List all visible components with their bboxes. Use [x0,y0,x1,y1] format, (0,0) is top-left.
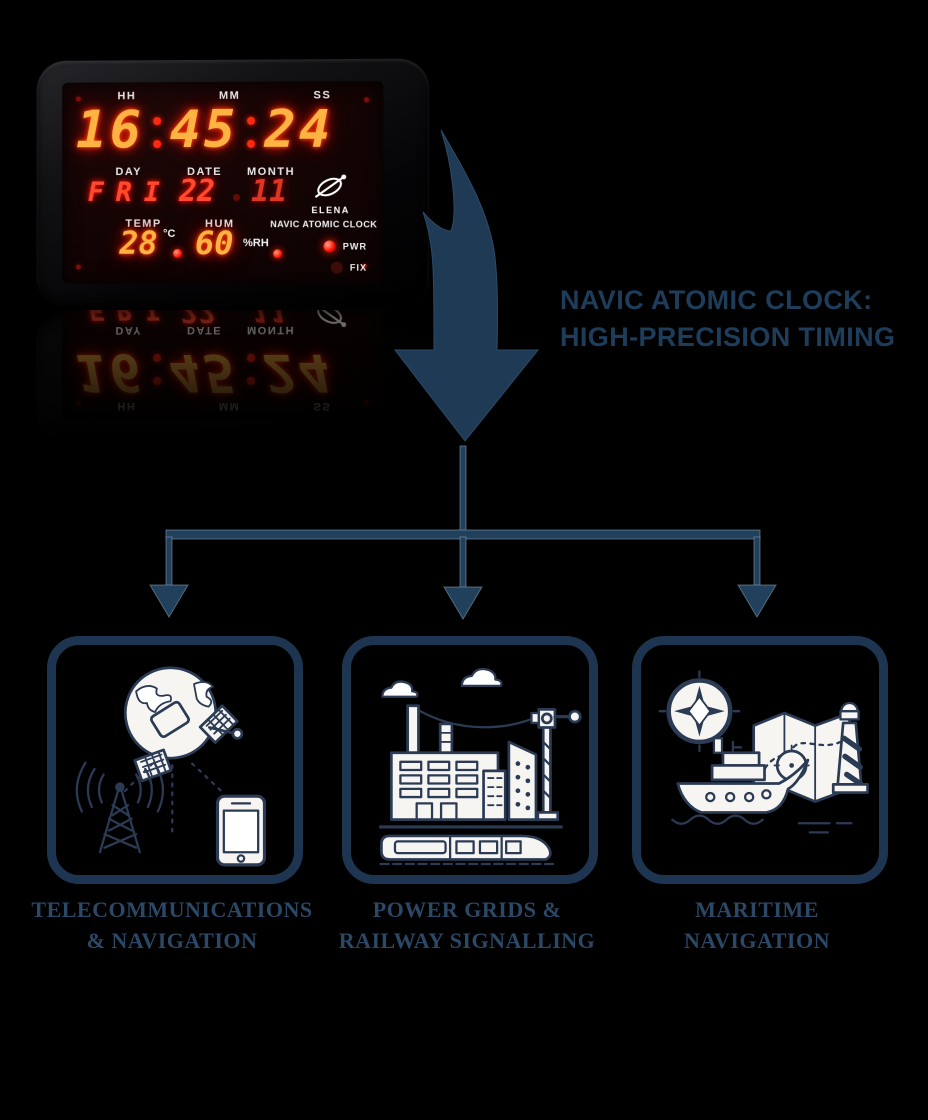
day-value: FRI [87,177,172,208]
screw-dot-icon [364,97,370,103]
label-line: POWER GRIDS & [372,897,562,922]
app-box-maritime [632,636,888,884]
buildings-icon [482,740,538,822]
power-lines [412,706,547,729]
elena-logo: ELENA [308,174,353,218]
clouds-icon [381,667,503,698]
satellite-globe-icon [123,666,244,783]
lighthouse-icon [831,702,869,794]
dashes [797,822,853,834]
label-line: MARITIME [695,897,819,922]
time-hours: 16 [75,100,144,161]
label-line: RAILWAY SIGNALLING [338,928,596,953]
month-value: 11 [249,174,290,209]
blink-dot-icon [273,249,283,259]
label-line: & NAVIGATION [86,928,258,953]
app-box-telecom [47,636,303,884]
device-model-text: NAVIC ATOMIC CLOCK [270,219,378,230]
ship-icon [671,737,810,825]
app-label-maritime: MARITIME NAVIGATION [602,894,912,956]
factory-icon [389,704,500,822]
label-line: NAVIGATION [684,928,830,953]
app-label-power-railway: POWER GRIDS & RAILWAY SIGNALLING [312,894,622,956]
arrowhead-left-icon [149,584,189,618]
clock-reflection: HH MM SS 16 45 24 DAY DATE MONTH FRI 22 … [35,310,427,442]
fix-led-icon [330,261,343,274]
colon-icon [152,116,161,148]
telecom-navigation-icon [75,666,267,867]
railway-signal-icon [530,708,582,822]
app-label-telecom: TELECOMMUNICATIONS & NAVIGATION [17,894,327,956]
headline-line1: NAVIC ATOMIC CLOCK: [560,285,873,315]
satellite-dish-icon [312,174,348,200]
hum-value: 60 [194,224,234,263]
clock-photo-area: HH MM SS 16 45 24 DAY DATE MONTH FRI 22 … [35,58,430,310]
blink-dot-icon [173,248,183,258]
time-display: 16 45 24 [75,99,334,161]
radio-tower-icon [75,761,164,854]
compass-icon [658,670,741,753]
pwr-led-label: PWR [342,241,368,252]
maritime-navigation-icon [658,670,869,834]
headline-line2: HIGH-PRECISION TIMING [560,322,896,352]
pwr-indicator: PWR [323,240,368,253]
headline: NAVIC ATOMIC CLOCK: HIGH-PRECISION TIMIN… [560,282,895,356]
time-seconds: 24 [264,99,334,160]
temp-unit: °C [163,227,176,240]
colon-icon [247,116,256,148]
arrowhead-right-icon [737,584,777,618]
separator-dot-icon [232,194,240,202]
arrowhead-center-icon [443,586,483,620]
screw-dot-icon [75,264,81,270]
pwr-led-icon [323,240,336,253]
power-grid-railway-icon [378,667,582,866]
temp-value: 28 [119,223,158,262]
clock-display: HH MM SS 16 45 24 DAY DATE MONTH FRI 22 … [62,81,384,285]
brand-name: ELENA [311,205,350,216]
fix-led-label: FIX [349,262,368,273]
clock-device: HH MM SS 16 45 24 DAY DATE MONTH FRI 22 … [36,58,430,310]
app-box-power-railway [342,636,598,884]
fix-indicator: FIX [330,261,368,274]
time-minutes: 45 [169,99,239,161]
label-line: TELECOMMUNICATIONS [31,897,313,922]
hum-unit: %RH [243,237,269,250]
train-icon [379,834,559,866]
smartphone-icon [215,794,267,867]
date-value: 22 [179,173,216,210]
waves [671,814,764,825]
